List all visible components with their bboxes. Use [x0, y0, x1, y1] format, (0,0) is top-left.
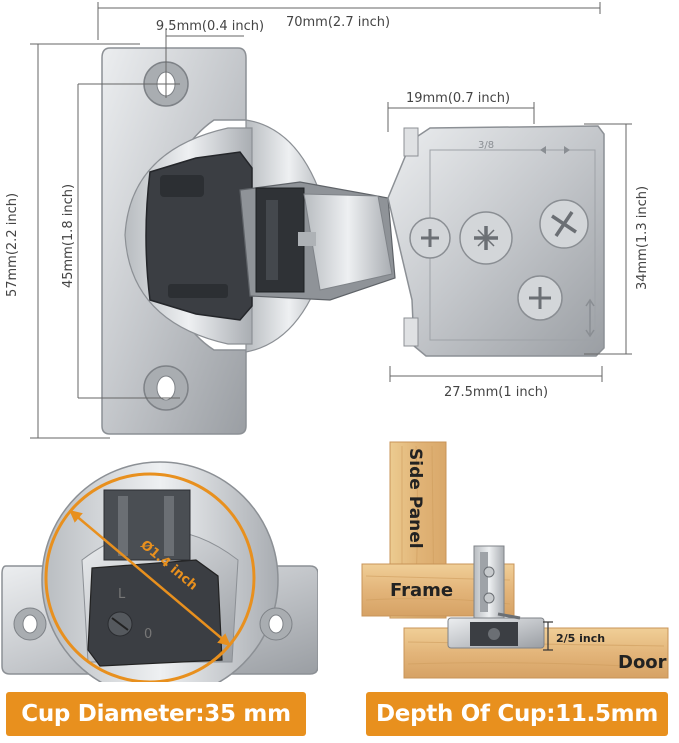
install-diagram: [361, 441, 669, 679]
detail-plastic-insert: [87, 559, 223, 667]
hinge-main: 3/8: [101, 47, 605, 435]
gap-label: 2/5 inch: [556, 632, 605, 645]
mounting-hole-bottom: [143, 365, 189, 411]
screw-bottom: [517, 275, 563, 321]
cup-detail: L 0: [1, 461, 318, 682]
plate-length-label: 27.5mm(1 inch): [444, 385, 548, 400]
hole-spacing-label: 45mm(1.8 inch): [61, 184, 76, 288]
svg-text:3/8: 3/8: [478, 140, 494, 151]
svg-text:L: L: [118, 587, 126, 602]
dimension-lines: [30, 2, 632, 439]
installed-hinge: [447, 545, 545, 649]
svg-text:0: 0: [144, 627, 152, 642]
overall-width-label: 70mm(2.7 inch): [286, 15, 390, 30]
plate-height-label: 34mm(1.3 inch): [635, 186, 650, 290]
screw-left: [409, 217, 451, 259]
cup-diameter-arrow: [69, 509, 231, 647]
cup-diameter-banner: Cup Diameter:35 mm: [6, 692, 306, 736]
overall-height-label: 57mm(2.2 inch): [5, 193, 20, 297]
hole-offset-label: 9.5mm(0.4 inch): [156, 19, 264, 34]
cup-depth-banner-text: Depth Of Cup:11.5mm: [376, 701, 658, 727]
plate-width-label: 19mm(0.7 inch): [406, 91, 510, 106]
detail-hole-left: [13, 607, 47, 641]
door-label: Door: [618, 652, 667, 673]
cup-diameter-banner-text: Cup Diameter:35 mm: [21, 701, 291, 727]
screw-right: [539, 199, 589, 249]
cup-diameter-circle: [44, 472, 256, 682]
screw-center: [459, 211, 513, 265]
side-panel-label: Side Panel: [405, 448, 425, 549]
frame-label: Frame: [390, 580, 453, 601]
detail-hole-right: [259, 607, 293, 641]
cup-depth-banner: Depth Of Cup:11.5mm: [366, 692, 668, 736]
mounting-plate: [101, 47, 247, 435]
